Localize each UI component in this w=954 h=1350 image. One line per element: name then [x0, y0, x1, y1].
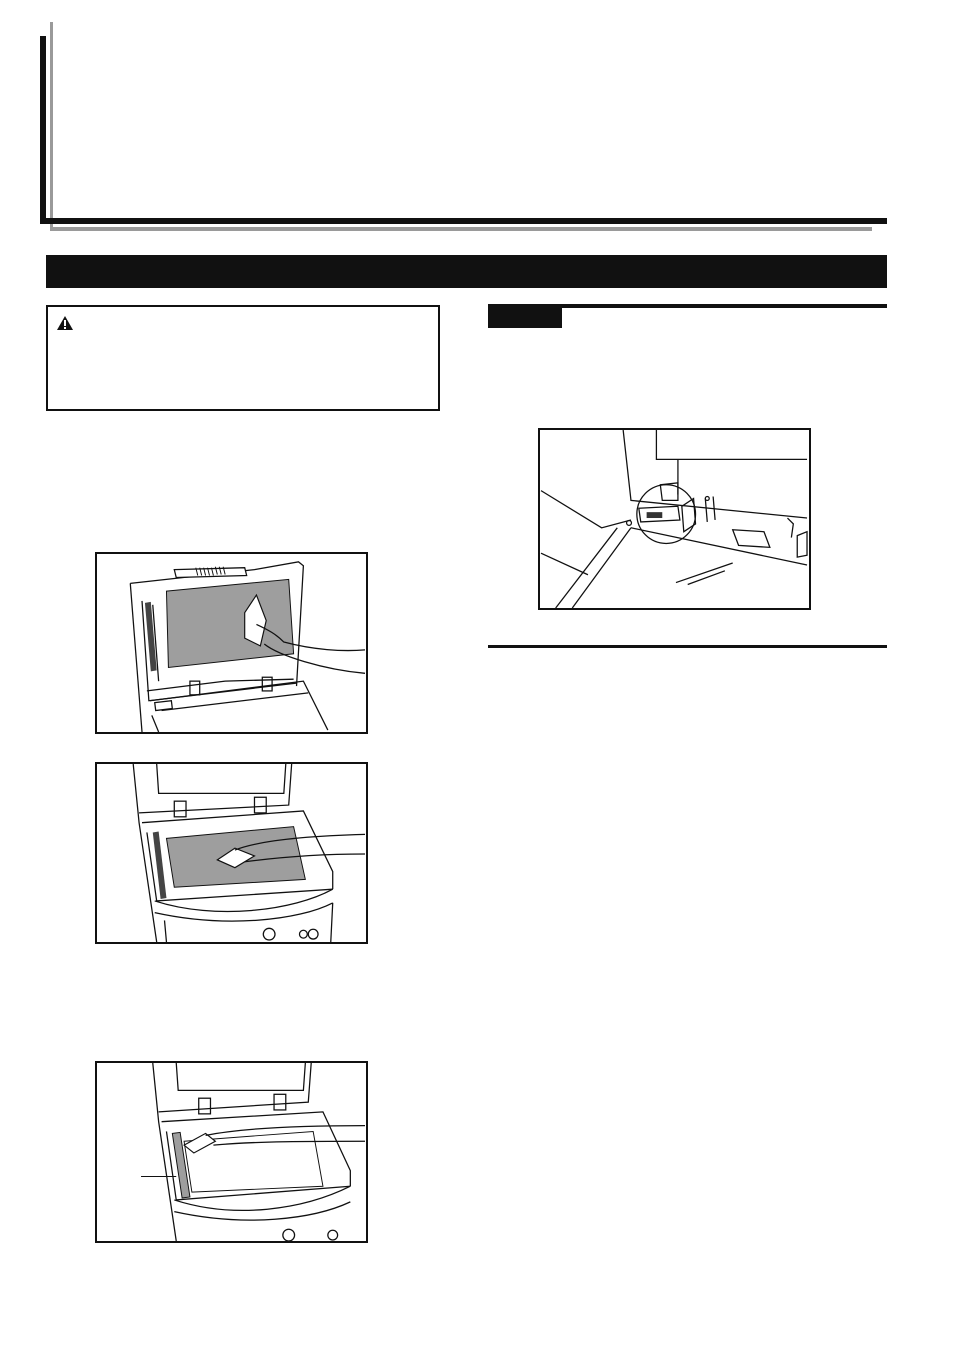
- caution-box: [46, 305, 440, 411]
- chapter-vertical-bar-shadow: [50, 22, 53, 230]
- note-bottom-rule: [488, 645, 887, 648]
- note-top-rule: [488, 304, 887, 308]
- hand-wiping-glass-illustration: [132, 764, 366, 942]
- hand-wiping-cover-illustration: [129, 561, 366, 732]
- figure-clean-slit-glass: [95, 1061, 368, 1243]
- chapter-rule: [40, 218, 887, 224]
- chapter-vertical-bar: [40, 36, 46, 224]
- figure-clean-platen-cover: [95, 552, 368, 734]
- figure-clean-platen-glass: [95, 762, 368, 944]
- section-heading-band: [46, 255, 887, 288]
- note-label: [488, 308, 562, 328]
- chapter-rule-shadow: [50, 227, 872, 231]
- hand-wiping-slit-glass-illustration: [141, 1063, 366, 1241]
- circled-part-illustration: [540, 430, 808, 608]
- warning-triangle-icon: [57, 316, 73, 330]
- figure-cleaning-tool-location: [538, 428, 811, 610]
